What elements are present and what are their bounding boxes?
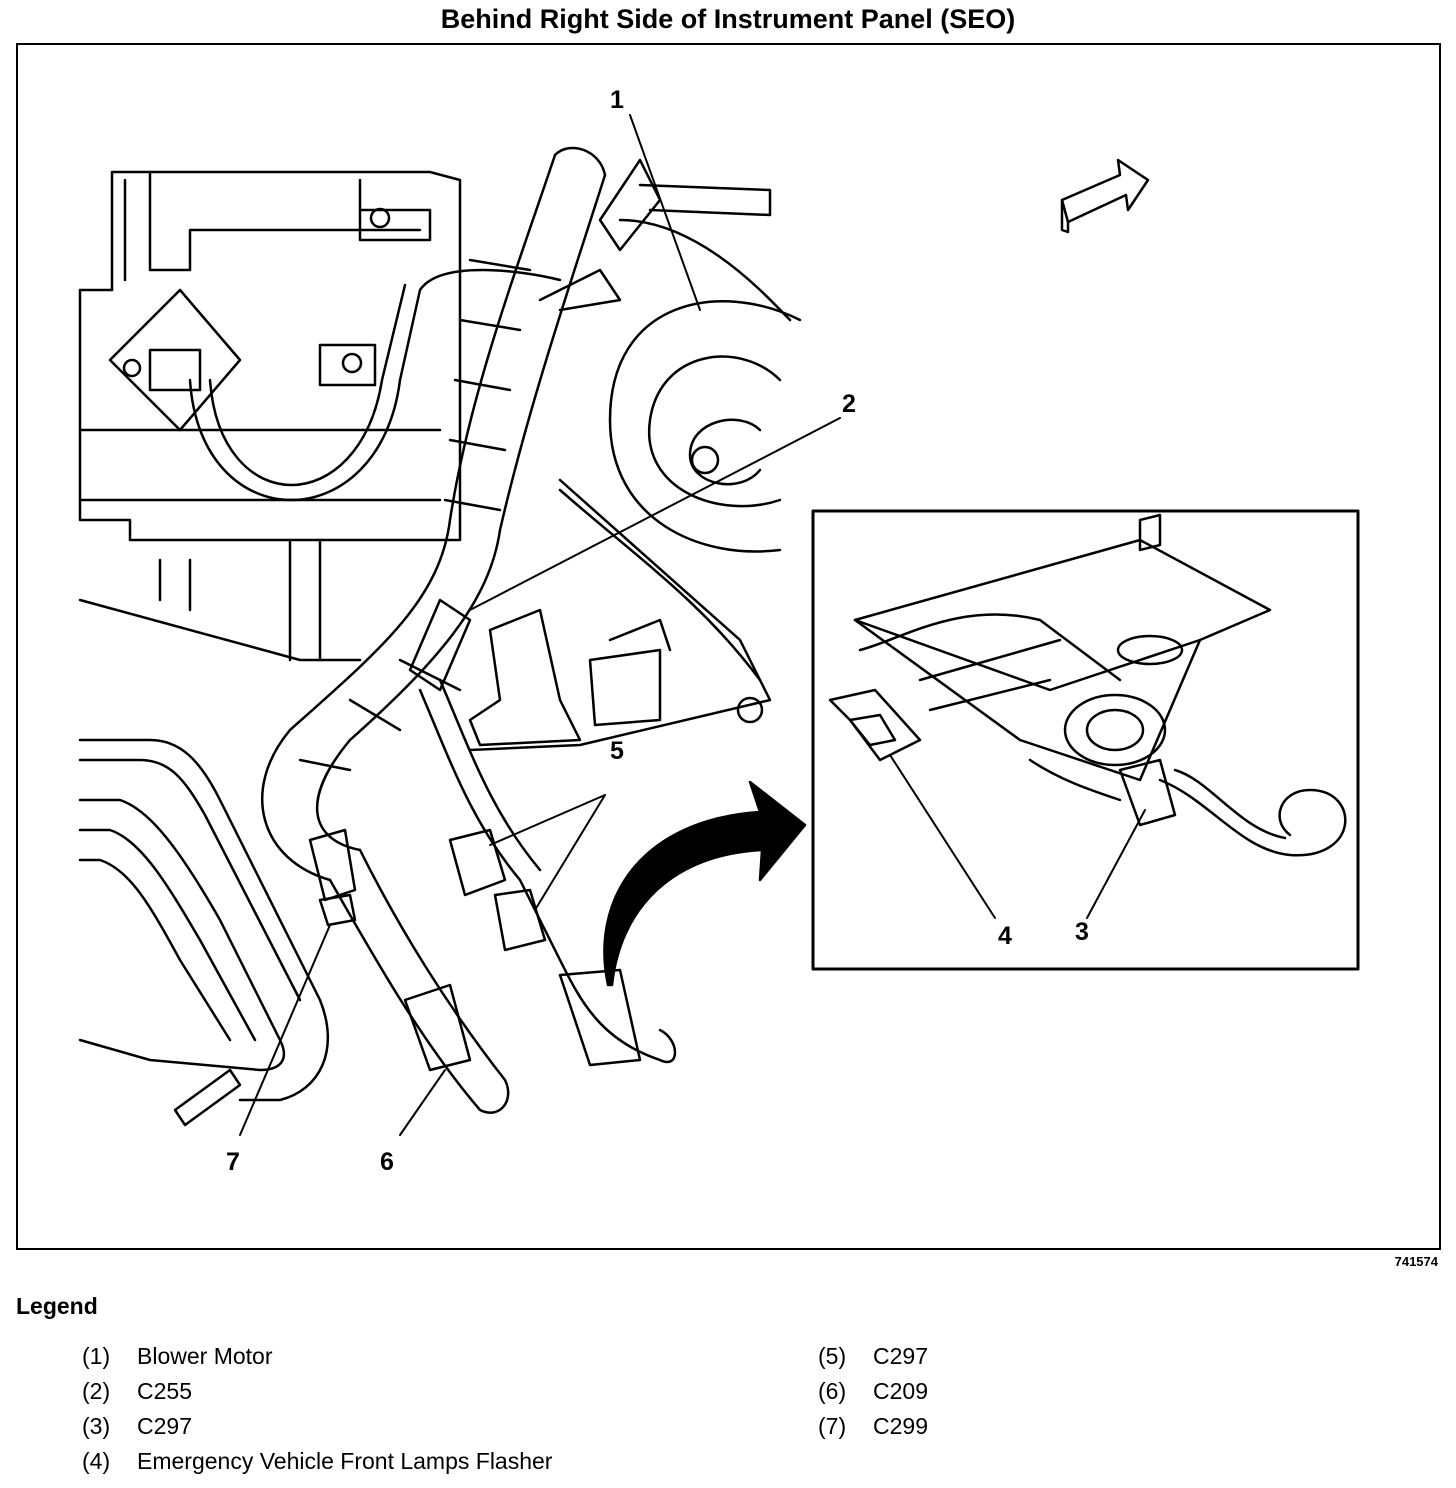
- blower-motor-housing: [468, 183, 802, 752]
- diagram-title: Behind Right Side of Instrument Panel (S…: [440, 4, 1016, 34]
- inset-detail: [811, 509, 1360, 971]
- legend-item-2: (2) C255: [82, 1378, 192, 1405]
- hvac-housing: [78, 170, 562, 662]
- legend-num: (7): [818, 1413, 847, 1439]
- legend-item-1: (1) Blower Motor: [82, 1343, 272, 1370]
- figure-id: 741574: [1394, 1254, 1438, 1269]
- legend-label: Emergency Vehicle Front Lamps Flasher: [137, 1448, 553, 1474]
- legend-label: C255: [137, 1378, 192, 1404]
- legend-label: C297: [873, 1343, 928, 1369]
- legend-num: (4): [82, 1448, 111, 1474]
- callout-1: 1: [610, 86, 624, 114]
- legend-num: (1): [82, 1343, 111, 1369]
- connectors: [308, 598, 672, 1072]
- wiring-harness: [261, 146, 677, 1114]
- callout-4: 4: [998, 922, 1012, 950]
- detail-arrow-icon: [603, 780, 807, 987]
- legend-item-3: (3) C297: [82, 1413, 192, 1440]
- leader-lines: [239, 114, 1146, 1136]
- legend-num: (6): [818, 1378, 847, 1404]
- callout-3: 3: [1075, 918, 1089, 946]
- callout-5: 5: [610, 737, 624, 765]
- legend-item-5: (5) C297: [818, 1343, 928, 1370]
- legend-item-4: (4) Emergency Vehicle Front Lamps Flasher: [82, 1448, 552, 1475]
- legend-item-6: (6) C209: [818, 1378, 928, 1405]
- legend-num: (3): [82, 1413, 111, 1439]
- legend-label: C297: [137, 1413, 192, 1439]
- legend-item-7: (7) C299: [818, 1413, 928, 1440]
- legend-label: C209: [873, 1378, 928, 1404]
- callout-7: 7: [226, 1148, 240, 1176]
- legend-num: (5): [818, 1343, 847, 1369]
- legend-heading: Legend: [16, 1293, 98, 1319]
- legend-num: (2): [82, 1378, 111, 1404]
- line-drawing: [78, 114, 1360, 1136]
- lower-left-module: [78, 738, 330, 1127]
- callout-2: 2: [842, 390, 856, 418]
- direction-arrow-icon: [1060, 158, 1150, 234]
- diagram-frame: [16, 43, 1441, 1250]
- legend-label: Blower Motor: [137, 1343, 273, 1369]
- callout-6: 6: [380, 1148, 394, 1176]
- legend-label: C299: [873, 1413, 928, 1439]
